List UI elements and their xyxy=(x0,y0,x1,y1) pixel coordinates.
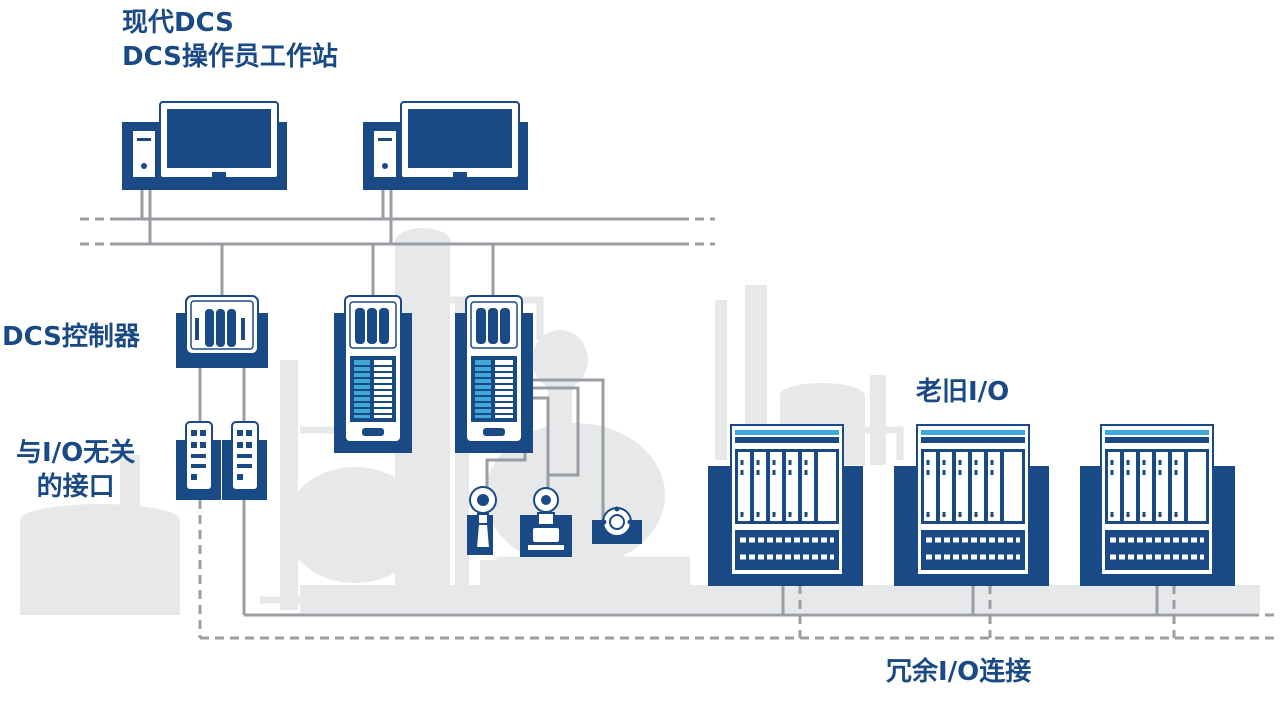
operator-workstation-icon xyxy=(122,101,287,190)
dcs-controller-icon xyxy=(455,295,533,453)
legacy-io-cabinet-icon xyxy=(1080,424,1235,586)
io-independent-line2: 的接口 xyxy=(36,472,115,502)
legacy-io-cabinet-icon xyxy=(708,424,863,586)
controllers-label: DCS控制器 xyxy=(2,322,140,352)
dcs-controller-icon xyxy=(176,295,268,368)
io-interface-icon xyxy=(176,421,221,500)
workstations-title-line2: DCS操作员工作站 xyxy=(122,42,338,72)
io-independent-line1: 与I/O无关 xyxy=(16,438,136,468)
legacy-io-cabinet-icon xyxy=(894,424,1049,586)
transmitter-icon xyxy=(520,487,572,557)
control-network xyxy=(80,190,1250,617)
transmitter-icon xyxy=(592,506,642,544)
workstations-title: 现代DCS DCS操作员工作站 xyxy=(122,6,338,74)
workstations-title-line1: 现代DCS xyxy=(122,8,234,38)
io-interface-icon xyxy=(222,421,267,500)
transmitter-icon xyxy=(467,486,497,555)
operator-workstation-icon xyxy=(363,101,528,190)
io-independent-interface-label: 与I/O无关 的接口 xyxy=(16,436,135,504)
redundant-io-label: 冗余I/O连接 xyxy=(886,657,1032,687)
dcs-controller-icon xyxy=(334,295,412,453)
legacy-io-label: 老旧I/O xyxy=(916,377,1010,407)
redundant-io-connection xyxy=(198,500,1275,640)
